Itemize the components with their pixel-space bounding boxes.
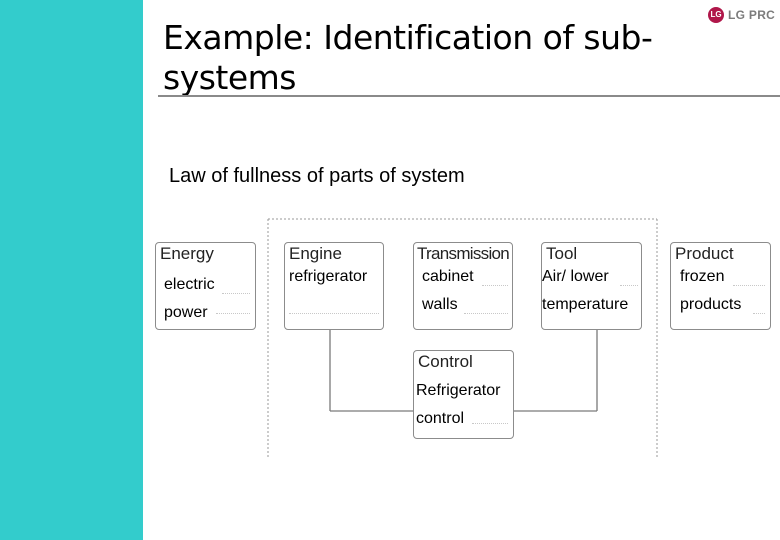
lg-prc-logo: LG LG PRC: [708, 6, 775, 24]
engine-line-1: refrigerator: [289, 268, 368, 285]
tool-title: Tool: [546, 244, 578, 263]
engine-title: Engine: [289, 244, 342, 263]
slide-subtitle: Law of fullness of parts of system: [169, 165, 465, 187]
logo-text: LG PRC: [728, 8, 776, 22]
tool-line-2: temperature: [542, 296, 629, 313]
product-title: Product: [675, 244, 734, 263]
dotted-rule: [222, 293, 250, 294]
energy-line-2: power: [164, 304, 208, 321]
energy-title: Energy: [160, 244, 214, 263]
product-line-1: frozen: [680, 268, 725, 285]
engine-box: Engine refrigerator: [284, 242, 384, 330]
dotted-rule: [464, 313, 508, 314]
control-line-2: control: [416, 410, 465, 427]
control-box: Control Refrigerator control: [413, 350, 514, 439]
product-line-2: products: [680, 296, 742, 313]
title-divider: [158, 95, 780, 97]
tool-line-1: Air/ lower: [542, 268, 609, 285]
transmission-box: Transmission cabinet walls: [413, 242, 513, 330]
side-accent-bar: [0, 0, 143, 540]
dotted-rule: [289, 313, 379, 314]
dotted-rule: [733, 285, 765, 286]
control-title: Control: [418, 352, 473, 371]
energy-box: Energy electric power: [155, 242, 256, 330]
transmission-line-1: cabinet: [422, 268, 474, 285]
transmission-line-2: walls: [422, 296, 458, 313]
slide-title: Example: Identification of sub-systems: [163, 18, 653, 97]
transmission-title: Transmission: [417, 244, 510, 263]
energy-line-1: electric: [164, 276, 215, 293]
tool-box: Tool Air/ lower temperature: [541, 242, 642, 330]
lg-logo-icon: LG: [708, 7, 724, 23]
dotted-rule: [753, 313, 765, 314]
control-line-1: Refrigerator: [416, 382, 501, 399]
product-box: Product frozen products: [670, 242, 771, 330]
dotted-rule: [620, 285, 638, 286]
dotted-rule: [482, 285, 508, 286]
dotted-rule: [472, 423, 508, 424]
dotted-rule: [216, 313, 250, 314]
